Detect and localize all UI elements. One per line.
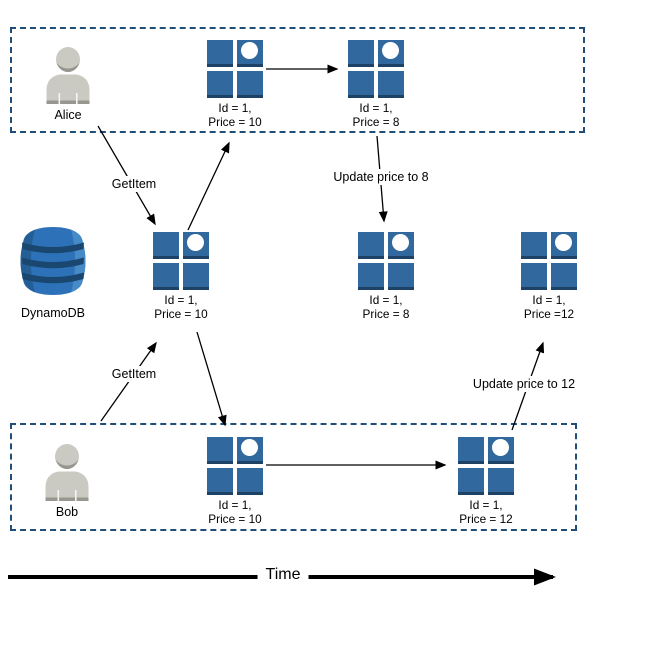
alice-getitem-label: GetItem (107, 176, 161, 192)
item-label: Id = 1, Price = 12 (459, 498, 512, 526)
item-cell (348, 40, 374, 67)
item-node-alice-read: Id = 1, Price = 10 (187, 40, 283, 129)
alice-update-label: Update price to 8 (329, 169, 433, 185)
dynamodb-item-icon (358, 232, 414, 290)
dynamodb-item-icon (348, 40, 404, 98)
item-cell (153, 263, 179, 290)
item-id-text: Id = 1, (218, 498, 252, 512)
item-cell (521, 232, 547, 259)
item-node-db-after-alice: Id = 1, Price = 8 (338, 232, 434, 321)
alice-lane-box (10, 27, 585, 133)
bob-label: Bob (55, 505, 79, 519)
item-label: Id = 1, Price = 10 (208, 101, 261, 129)
item-price-text: Price =12 (523, 307, 575, 321)
dynamodb-item-icon (153, 232, 209, 290)
item-cell (458, 468, 484, 495)
item-node-alice-updated: Id = 1, Price = 8 (328, 40, 424, 129)
item-cell (207, 468, 233, 495)
item-id-text: Id = 1, (532, 293, 566, 307)
item-cell (153, 232, 179, 259)
bob-lane-box (10, 423, 577, 531)
dynamodb-item-icon (207, 437, 263, 495)
dynamodb-item-icon (521, 232, 577, 290)
item-cell (183, 263, 209, 290)
item-id-text: Id = 1, (469, 498, 503, 512)
alice-label: Alice (54, 108, 82, 122)
actor-bob: Bob (43, 443, 91, 520)
item-cell (521, 263, 547, 290)
bob-update-label: Update price to 12 (468, 376, 580, 392)
dynamodb-label: DynamoDB (21, 306, 85, 320)
item-label: Id = 1, Price =12 (524, 293, 574, 321)
item-price-text: Price = 10 (154, 307, 208, 321)
item-id-text: Id = 1, (164, 293, 198, 307)
item-cell-circle (183, 232, 209, 259)
item-label: Id = 1, Price = 10 (154, 293, 207, 321)
item-cell (388, 263, 414, 290)
actor-alice: Alice (44, 46, 92, 123)
item-node-db-after-bob: Id = 1, Price =12 (501, 232, 597, 321)
item-cell (348, 71, 374, 98)
item-cell-circle (551, 232, 577, 259)
item-cell (207, 437, 233, 464)
item-cell-circle (237, 40, 263, 67)
arrow-bob-getitem (100, 341, 157, 422)
item-cell (458, 437, 484, 464)
item-cell (488, 468, 514, 495)
person-icon (46, 47, 90, 104)
item-price-text: Price = 8 (352, 115, 400, 129)
item-node-db-initial: Id = 1, Price = 10 (133, 232, 229, 321)
item-price-text: Price = 10 (208, 512, 262, 526)
item-node-bob-read: Id = 1, Price = 10 (187, 437, 283, 526)
item-cell (358, 232, 384, 259)
dynamodb-item-icon (207, 40, 263, 98)
item-cell (207, 71, 233, 98)
item-cell-circle (237, 437, 263, 464)
item-label: Id = 1, Price = 8 (353, 101, 400, 129)
dynamodb-icon (20, 227, 86, 295)
item-cell (551, 263, 577, 290)
item-cell (358, 263, 384, 290)
arrow-db-to-bob (196, 331, 227, 427)
item-id-text: Id = 1, (218, 101, 252, 115)
item-price-text: Price = 8 (362, 307, 410, 321)
time-axis-label: Time (257, 565, 309, 585)
dynamodb-item-icon (458, 437, 514, 495)
item-cell (378, 71, 404, 98)
item-cell-circle (388, 232, 414, 259)
item-cell-circle (488, 437, 514, 464)
arrow-db-to-alice (187, 141, 230, 231)
person-icon (45, 444, 89, 501)
item-price-text: Price = 10 (208, 115, 262, 129)
item-cell (237, 468, 263, 495)
item-cell (237, 71, 263, 98)
item-id-text: Id = 1, (369, 293, 403, 307)
dynamodb-node: DynamoDB (19, 226, 87, 321)
bob-getitem-label: GetItem (107, 366, 161, 382)
item-label: Id = 1, Price = 8 (363, 293, 410, 321)
arrow-alice-getitem (97, 125, 156, 226)
item-cell-circle (378, 40, 404, 67)
item-id-text: Id = 1, (359, 101, 393, 115)
item-cell (207, 40, 233, 67)
item-label: Id = 1, Price = 10 (208, 498, 261, 526)
item-price-text: Price = 12 (459, 512, 513, 526)
item-node-bob-updated: Id = 1, Price = 12 (438, 437, 534, 526)
